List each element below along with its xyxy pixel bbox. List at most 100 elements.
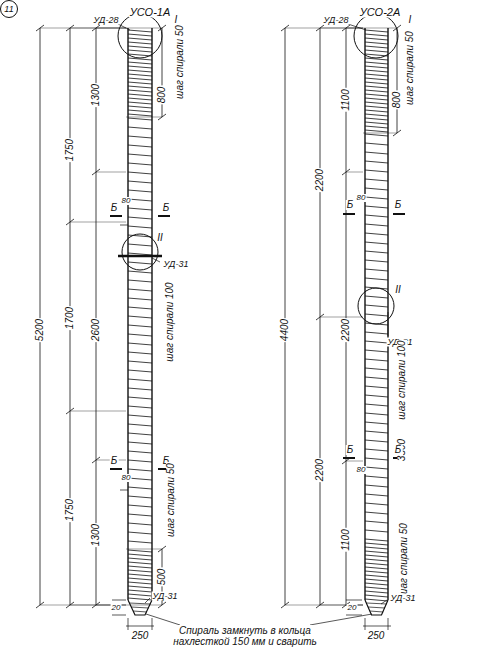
spiral-turn xyxy=(365,82,388,84)
cage-tip xyxy=(128,600,152,615)
dimension-label: 2200 xyxy=(315,168,325,192)
spiral-turn xyxy=(128,253,152,255)
spiral-turn xyxy=(128,226,152,228)
spiral-turn xyxy=(128,62,152,64)
part-mark-label: УД-28 xyxy=(323,16,350,25)
spiral-turn xyxy=(365,54,388,56)
longitudinal-bar xyxy=(151,28,152,600)
spiral-turn xyxy=(128,558,152,560)
spiral-turn xyxy=(128,316,152,318)
reinforcement-cage xyxy=(128,28,388,615)
spiral-turn xyxy=(128,594,152,596)
spiral-turn xyxy=(128,208,152,210)
spiral-turn xyxy=(365,467,388,469)
spiral-turn xyxy=(365,114,388,116)
spiral-turn xyxy=(365,42,388,44)
spiral-turn xyxy=(365,431,388,433)
spiral-turn xyxy=(128,66,152,68)
spiral-turn xyxy=(128,94,152,96)
dimension-label: 20 xyxy=(347,604,358,612)
section-mark-label: Б xyxy=(346,200,355,210)
dimension-label: 1750 xyxy=(65,138,75,162)
spiral-turn xyxy=(128,586,152,588)
spiral-turn xyxy=(128,523,152,525)
part-mark-label: УД-31 xyxy=(163,260,190,269)
dimension-lines xyxy=(36,25,401,608)
spiral-turn xyxy=(128,217,152,219)
detail-mark-label: I xyxy=(408,15,413,25)
spiral-turn xyxy=(128,424,152,426)
spiral-turn xyxy=(128,370,152,372)
spiral-turn xyxy=(365,583,388,585)
dimension-label: 80 xyxy=(121,197,132,205)
spiral-turn xyxy=(365,86,388,88)
spiral-turn xyxy=(129,603,150,604)
spiral-turn xyxy=(128,541,152,543)
spiral-turn xyxy=(365,368,388,370)
section-mark-label: Б xyxy=(394,445,403,455)
spiral-turn xyxy=(128,578,152,580)
spiral-turn xyxy=(365,440,388,442)
spiral-turn xyxy=(365,494,388,496)
spiral-turn xyxy=(365,126,388,128)
dimension-label: 1300 xyxy=(91,83,101,107)
spiral-turn xyxy=(365,110,388,112)
spiral-turn xyxy=(365,143,388,145)
spiral-turn xyxy=(365,595,388,597)
spiral-turn xyxy=(365,94,388,96)
spiral-turn xyxy=(365,70,388,72)
spiral-turn xyxy=(128,145,152,147)
part-mark-label: УД-31 xyxy=(390,594,417,603)
spiral-turn xyxy=(128,307,152,309)
section-mark-label: Б xyxy=(110,456,119,466)
leader-line xyxy=(118,24,388,625)
spiral-turn xyxy=(128,460,152,462)
spiral-turn xyxy=(128,106,152,108)
cage-tip xyxy=(365,600,388,615)
spiral-turn xyxy=(365,305,388,307)
detail-circle xyxy=(358,288,394,324)
spiral-turn xyxy=(365,269,388,271)
spiral-turn xyxy=(128,532,152,534)
spiral-turn xyxy=(128,163,152,165)
spiral-turn xyxy=(365,422,388,424)
detail-mark-label: II xyxy=(394,285,402,295)
spiral-turn xyxy=(128,54,152,56)
spiral-turn xyxy=(365,206,388,208)
detail-circle xyxy=(122,234,158,270)
spiral-turn xyxy=(128,478,152,480)
part-mark-label: УСО-2А xyxy=(359,7,402,18)
spiral-turn xyxy=(365,130,388,132)
part-mark-label: УД-31 xyxy=(152,592,179,601)
spiral-turn xyxy=(365,30,388,32)
spiral-turn xyxy=(128,433,152,435)
callout-circle: 11 xyxy=(0,0,18,18)
spiral-turn xyxy=(128,30,152,32)
spiral-turn xyxy=(365,512,388,514)
dimension-label: 2200 xyxy=(315,458,325,482)
spiral-turn xyxy=(365,62,388,64)
section-mark-label: Б xyxy=(110,203,119,213)
spiral-turn xyxy=(128,199,152,201)
spiral-turn xyxy=(128,343,152,345)
spiral-turn xyxy=(128,550,152,552)
spiral-turn xyxy=(128,590,152,592)
spiral-turn xyxy=(368,607,385,608)
spiral-turn xyxy=(365,503,388,505)
spiral-turn xyxy=(128,334,152,336)
spiral-turn xyxy=(365,90,388,92)
spiral-turn xyxy=(365,404,388,406)
spiral-turn xyxy=(365,106,388,108)
spiral-turn xyxy=(365,395,388,397)
spiral-turn xyxy=(365,134,388,136)
spiral-turn xyxy=(128,262,152,264)
spiral-turn xyxy=(128,136,152,138)
spiral-turn xyxy=(128,38,152,40)
spiral-turn xyxy=(365,587,388,589)
spiral-turn xyxy=(128,415,152,417)
spiral-turn xyxy=(365,74,388,76)
spiral-turn xyxy=(365,386,388,388)
spiral-turn xyxy=(365,34,388,36)
section-mark xyxy=(110,214,405,469)
part-mark-label: УД-28 xyxy=(93,16,120,25)
